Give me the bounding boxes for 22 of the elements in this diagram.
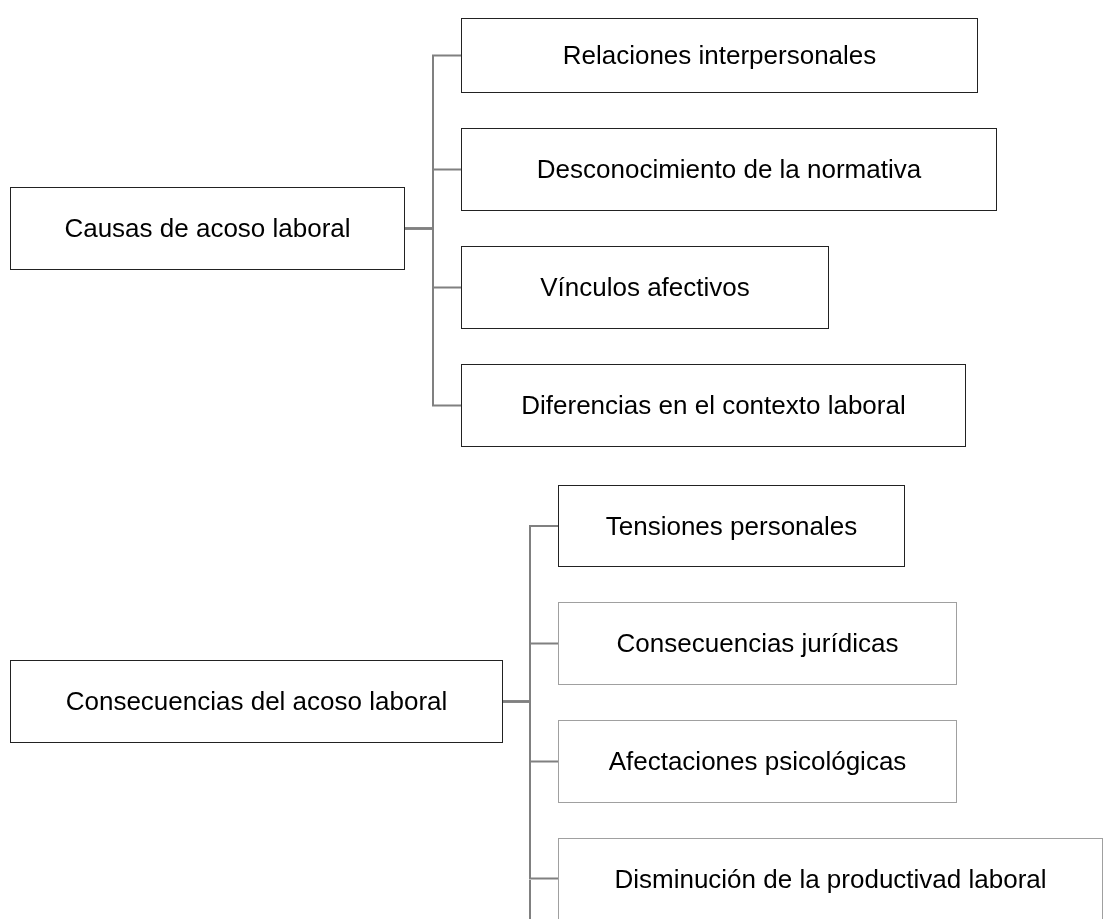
text-box: [10, 187, 405, 270]
text-box: [558, 602, 957, 685]
box-label: Causas de acoso laboral: [64, 213, 351, 244]
connector-line: [502, 700, 559, 880]
box-label: Tensiones personales: [605, 510, 858, 542]
text-box: [461, 128, 997, 211]
box-label: Disminución de la productivad laboral: [614, 863, 1047, 895]
text-box: [461, 18, 978, 93]
text-box: [461, 364, 966, 447]
text-box: [558, 720, 957, 803]
text-box: [558, 838, 1103, 919]
text-box: [558, 485, 905, 567]
connector-line: [404, 227, 462, 407]
box-label: Diferencias en el contexto laboral: [521, 390, 906, 421]
box-label: Relaciones interpersonales: [562, 40, 877, 71]
text-box: [10, 660, 503, 743]
box-label: Afectaciones psicológicas: [608, 746, 907, 777]
box-label: Consecuencias jurídicas: [616, 628, 899, 659]
text-box: [461, 246, 829, 329]
box-label: Vínculos afectivos: [540, 272, 750, 303]
box-label: Desconocimiento de la normativa: [536, 154, 922, 185]
box-label: Consecuencias del acoso laboral: [65, 686, 448, 717]
